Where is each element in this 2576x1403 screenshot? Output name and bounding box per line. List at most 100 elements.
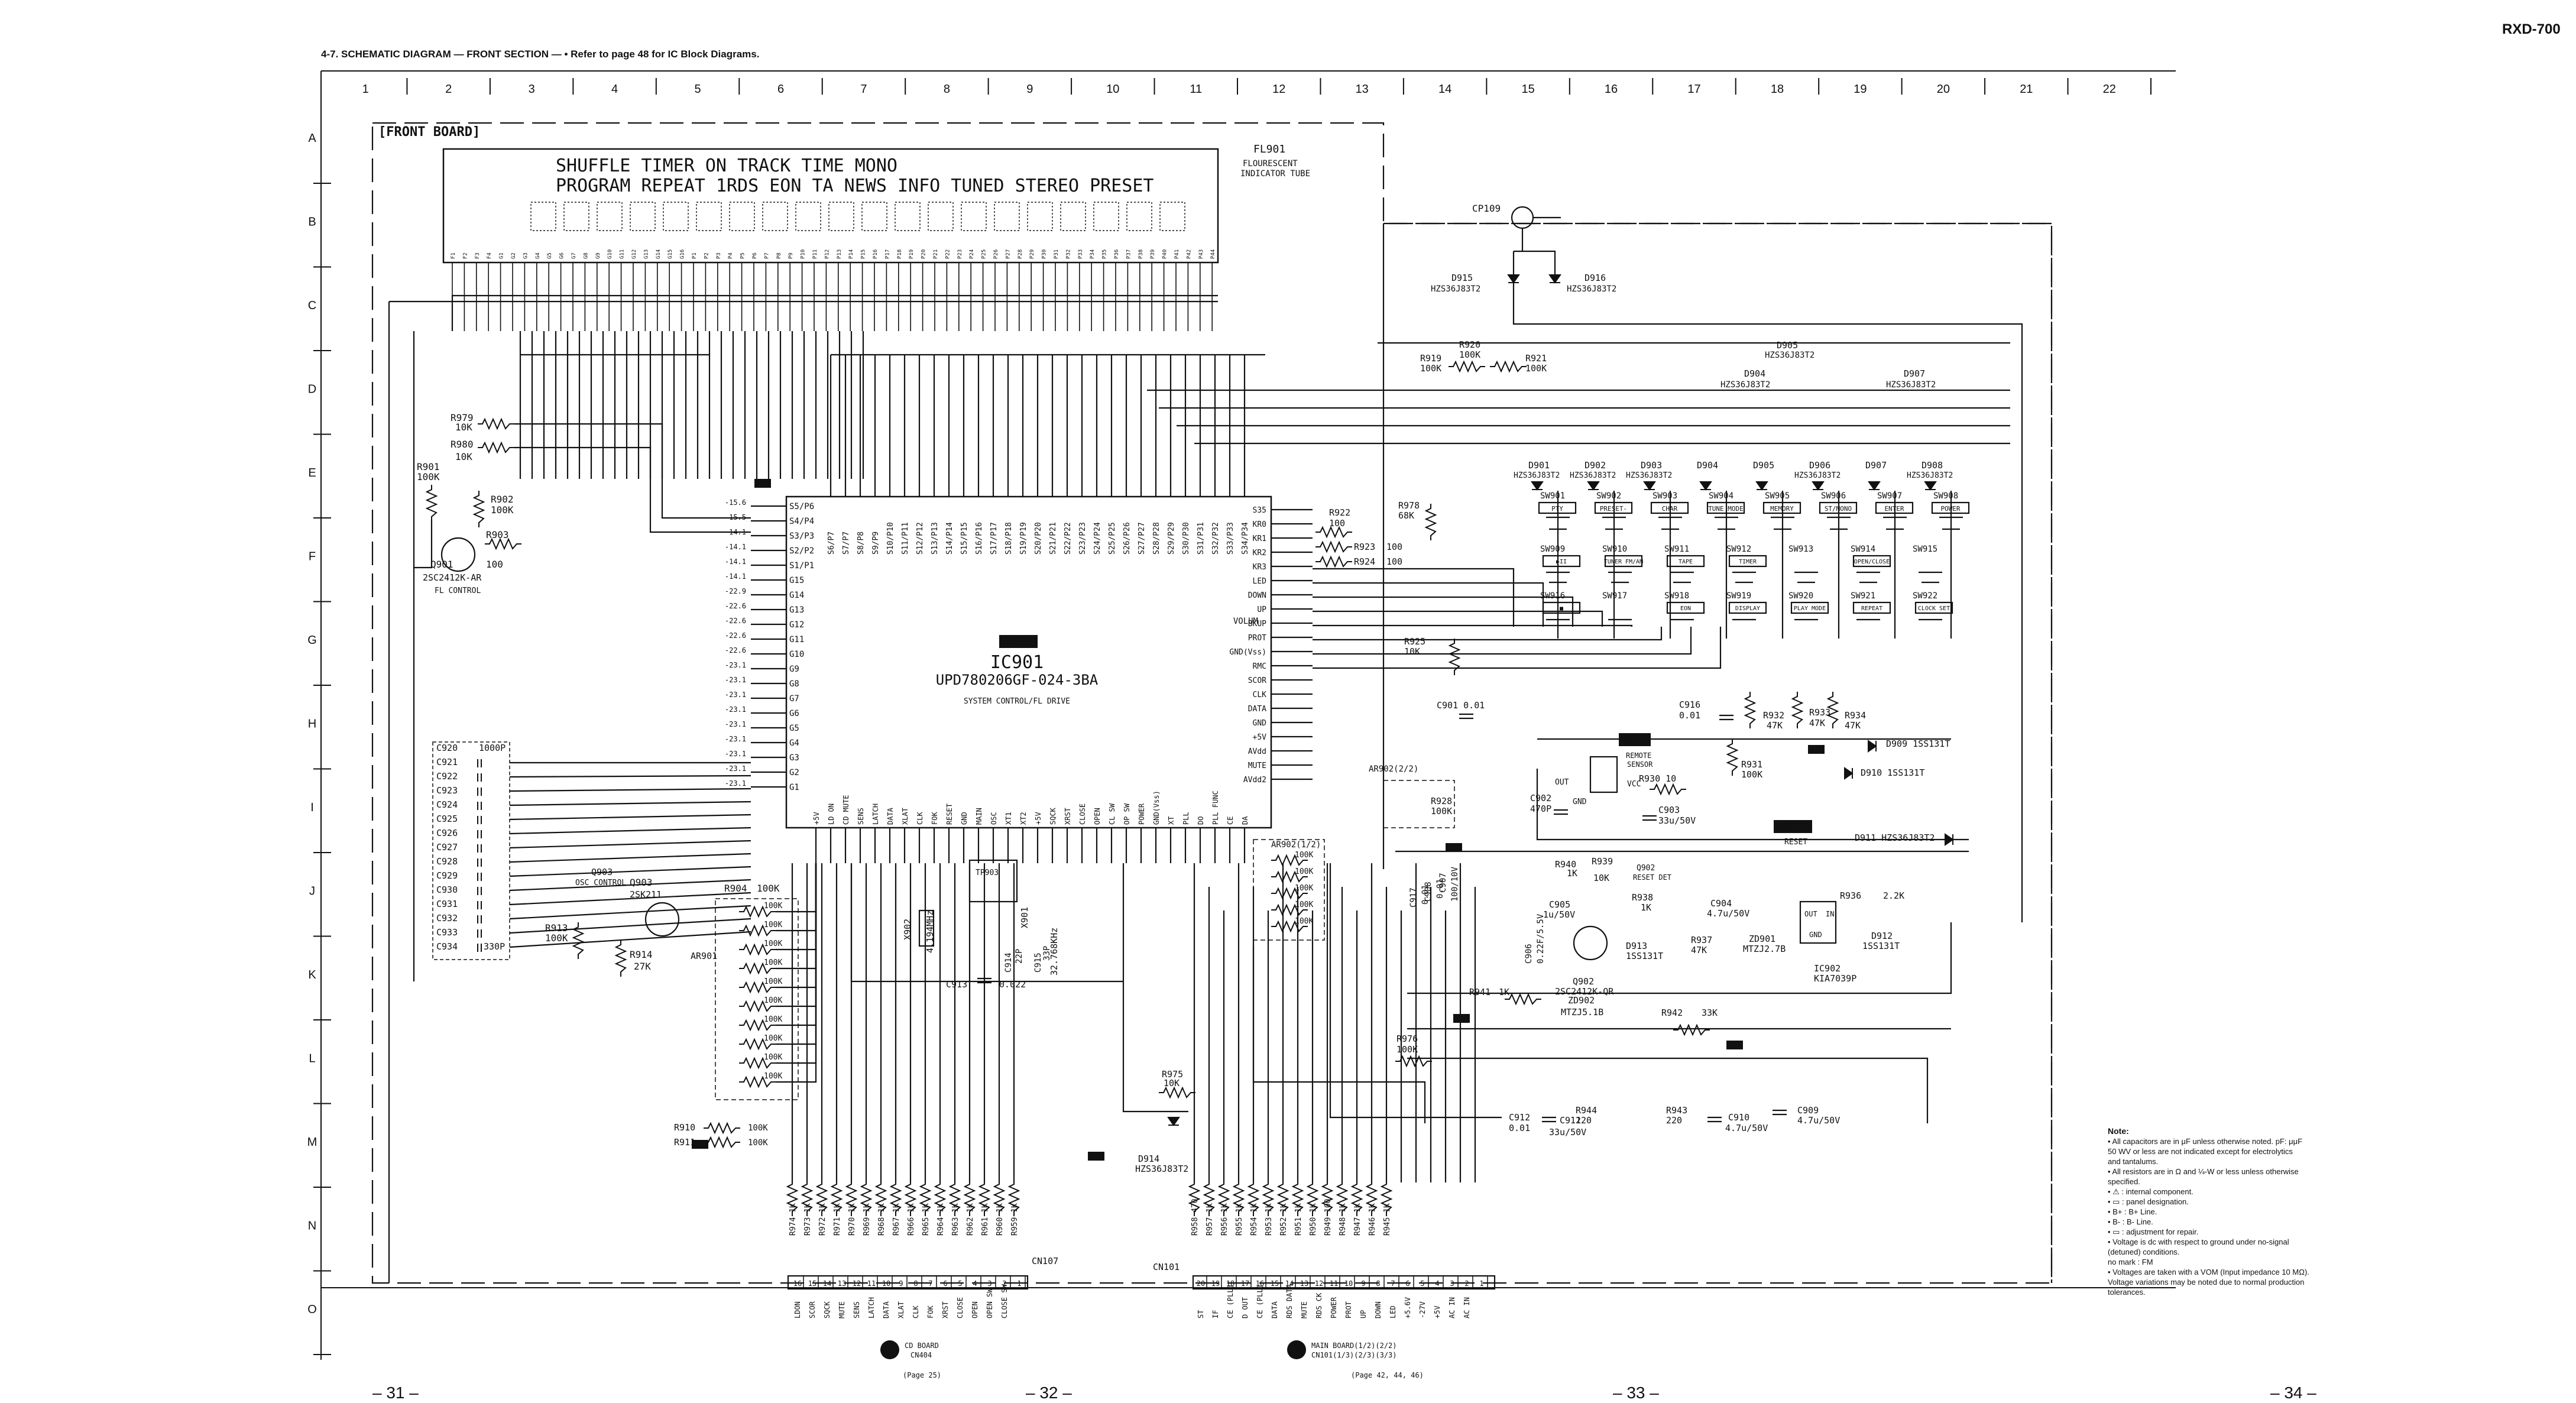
ar901-resistor [739, 1000, 776, 1013]
switch-diode [1924, 481, 1937, 491]
ar902-val: 100K [1295, 851, 1313, 860]
note-item: tolerances. [2108, 1288, 2146, 1297]
cn107-resistor: R973 1K [803, 1203, 812, 1236]
switch-ref: SW902 [1596, 491, 1621, 501]
d909-ref: D909 1SS131T [1886, 738, 1950, 749]
ic-right-wire [1313, 624, 1633, 627]
grid-col-label: 22 [2103, 83, 2116, 96]
x901-ref: X901 [1019, 907, 1030, 928]
ar901-val: 100K [764, 958, 782, 967]
ic-left-volt: -23.1 [725, 691, 746, 699]
fl-pin-label: F2 [462, 252, 468, 259]
cap-wire [509, 905, 751, 920]
ic-top-pin-label: S7/P7 [842, 532, 851, 555]
ic901-part: UPD780206GF-024-3BA [936, 672, 1099, 688]
r928-ref: R928 [1431, 796, 1452, 806]
ic-right-wire [1313, 568, 1515, 627]
d915-diode [1507, 274, 1520, 284]
r940-ref: R940 [1555, 859, 1576, 870]
ic-left-pin-label: G7 [789, 694, 799, 704]
cn107-series-resistor [934, 1180, 947, 1216]
switch-ref: SW919 [1726, 591, 1751, 601]
ic-left-volt: -23.1 [725, 750, 746, 758]
fl901-desc1: FLOURESCENT [1243, 159, 1298, 169]
switch-diode-part: HZS36J83T2 [1626, 471, 1672, 480]
cn107-resistor: R970 1K [848, 1203, 857, 1236]
r932-resistor [1744, 692, 1757, 728]
switch-key-label: DISPLAY [1735, 605, 1760, 612]
switch-ref: SW915 [1913, 545, 1937, 554]
cn101-signal: CE (PLL) [1226, 1284, 1234, 1318]
ic-left-volt: -14.1 [725, 528, 746, 536]
switch-key-label: TUNE MODE [1708, 505, 1744, 513]
switch-key-box [1604, 555, 1643, 568]
cn107-signal: OPEN SW [986, 1288, 994, 1318]
cn107-series-resistor [904, 1180, 917, 1216]
bplus-d914: B+ [1090, 1152, 1098, 1161]
cn107-series-resistor [948, 1180, 961, 1216]
cn107-series-resistor [801, 1180, 814, 1216]
ic-top-pin-label: S23/P23 [1078, 522, 1087, 555]
fl-bus-top [451, 294, 1218, 331]
c909-val: 4.7u/50V [1797, 1115, 1840, 1126]
fl-digit-cell [663, 202, 689, 231]
ic-right-pin-label: SCOR [1248, 676, 1266, 685]
zd902-ref: ZD902 [1568, 995, 1595, 1006]
ic-right-pin-label: DOWN [1248, 591, 1266, 600]
switch-diode-ref: D908 [1922, 460, 1943, 471]
fl-pin-label: P3 [716, 252, 722, 259]
fl-digit-cell [795, 202, 821, 231]
r932-val: 47K [1767, 720, 1783, 731]
fl-pin-label: G7 [571, 252, 577, 259]
fl-pin-label: P6 [752, 252, 758, 259]
fl-pin-label: P42 [1186, 250, 1192, 259]
switch-diode-ref: D903 [1641, 460, 1662, 471]
ar901-resistor [739, 924, 776, 937]
c902-cap [1554, 809, 1568, 815]
r933-ref: R933 [1809, 707, 1830, 718]
ic-left-volt: -14.1 [725, 572, 746, 581]
d911-diode [1945, 833, 1954, 846]
switch-key-label: CHAR [1662, 505, 1678, 513]
c913-ref: C913 [946, 979, 967, 990]
cn101-pin: 3 [1450, 1279, 1454, 1288]
grid-row-label: C [308, 299, 316, 312]
switch-ref: SW920 [1788, 591, 1813, 601]
fl-digit-cell [928, 202, 954, 231]
ar902b-ref: AR902(2/2) [1369, 764, 1418, 774]
fl-pin-label: P30 [1042, 250, 1048, 259]
fl-pin-label: P27 [1005, 250, 1011, 259]
d904-part: HZS36J83T2 [1720, 380, 1770, 390]
fl-pin-label: P9 [788, 252, 794, 259]
cd-board-num: 4 [886, 1343, 893, 1357]
ar902-to-power [1252, 946, 1426, 1123]
cn101-series-resistor [1276, 1180, 1289, 1216]
d912-part: 1SS131T [1862, 941, 1900, 951]
fl-digit-cell [828, 202, 854, 231]
d907-part: HZS36J83T2 [1886, 380, 1936, 390]
components [425, 148, 1970, 1359]
ic-left-volt: -14.1 [725, 558, 746, 566]
a901-badge: A901 [1622, 734, 1646, 746]
note-item: • All resistors are in Ω and ¼-W or less… [2108, 1167, 2299, 1176]
ar901-val: 100K [764, 977, 782, 986]
cn107-series-resistor [978, 1180, 991, 1216]
cn101-pin: 6 [1405, 1279, 1409, 1288]
cd-board-page: (Page 25) [903, 1371, 941, 1379]
fl-digit-cell [729, 202, 755, 231]
ar902-val: 100K [1295, 867, 1313, 876]
switch-key-label: OPEN/CLOSE [1854, 559, 1890, 565]
c906-val: 0.22F/5.5V [1536, 913, 1545, 964]
c902-ref: C902 [1530, 793, 1551, 803]
d911-ref: D911 HZS36J83T2 [1855, 832, 1935, 843]
ic-top-pin-label: S28/P28 [1152, 522, 1161, 555]
r937-ref: R937 [1691, 935, 1712, 945]
fl-pin-label: P32 [1065, 250, 1071, 259]
switch-key-box [1594, 501, 1633, 514]
cap-ref: C933 [436, 927, 458, 938]
fl-digit-cell [630, 202, 656, 231]
ic-left-volt: -22.9 [725, 587, 746, 595]
cn107-pin: 7 [928, 1279, 932, 1288]
fl-line2: PROGRAM REPEAT 1RDS EON TA NEWS INFO TUN… [556, 176, 1153, 196]
ic-left-pin-label: G8 [789, 679, 799, 689]
